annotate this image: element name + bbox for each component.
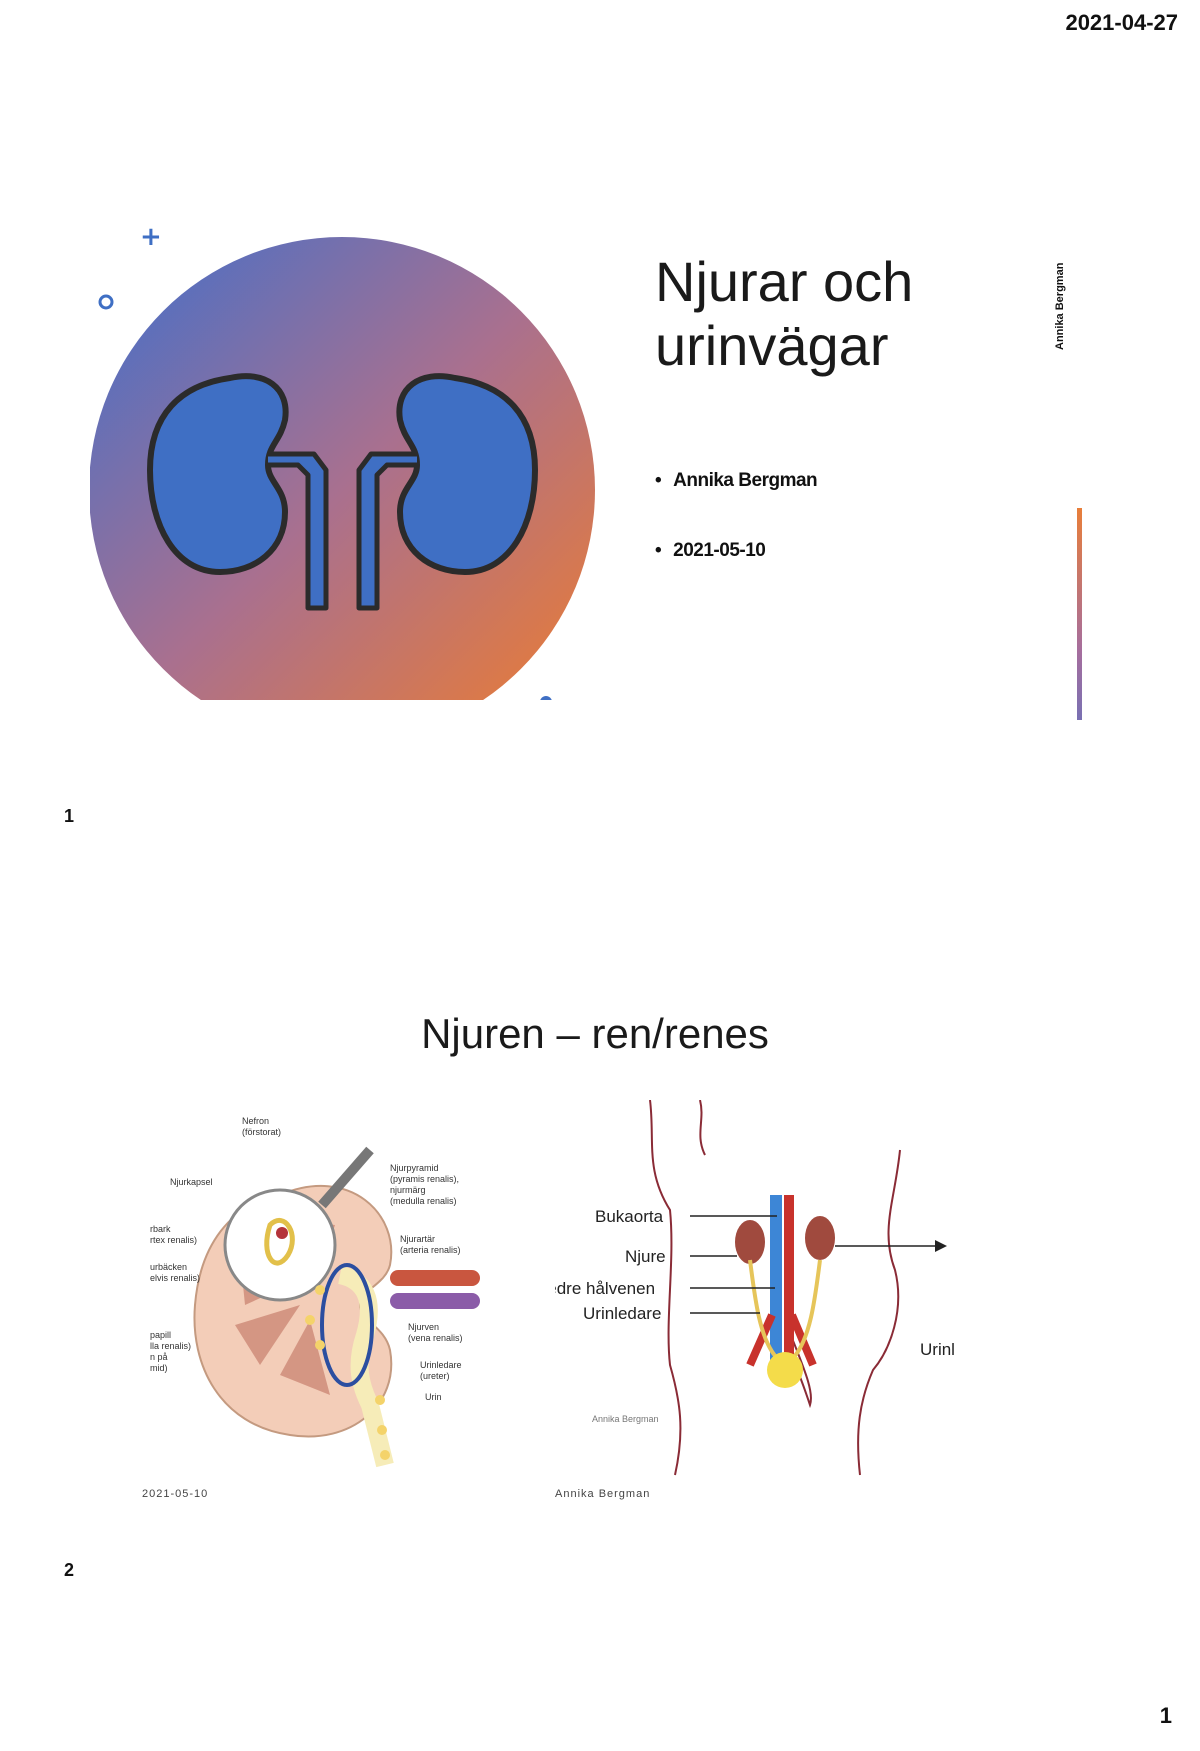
plus-icon: + [140, 222, 162, 252]
slide-footer-date: 2021-05-10 [142, 1488, 209, 1500]
slide-number-2: 2 [64, 1560, 75, 1580]
label-pyramid-3: njurmärg [390, 1185, 426, 1195]
slide-2: Njuren – ren/renes Nefron (förstorat) Nj… [90, 985, 1100, 1550]
label-nefron-sub: (förstorat) [242, 1127, 281, 1137]
title-line-1: Njurar och [655, 250, 914, 313]
label-urinl-cut: Urinl [920, 1340, 955, 1359]
label-halvenen: Nedre hålvenen [555, 1279, 655, 1298]
left-ureter-icon [268, 451, 329, 611]
label-bark-2: rtex renalis) [150, 1235, 197, 1245]
bullet-author: Annika Bergman [655, 470, 817, 492]
label-pyramid-4: (medulla renalis) [390, 1196, 457, 1206]
slide-title: Njuren – ren/renes [421, 1010, 769, 1057]
label-artar-1: Njurartär [400, 1234, 435, 1244]
slide-number-1: 1 [64, 806, 75, 826]
label-papill-3: n på [150, 1352, 168, 1362]
slide-1: + Njurar och urinvägar Annika Bergman 20… [90, 220, 1100, 720]
label-ledare-2: (ureter) [420, 1371, 450, 1381]
label-urinledare: Urinledare [583, 1304, 661, 1323]
bullet-date: 2021-05-10 [655, 540, 817, 562]
vertical-author: Annika Bergman [1054, 262, 1066, 350]
label-njure: Njure [625, 1247, 666, 1266]
left-kidney-icon [146, 373, 289, 576]
figure-credit: Annika Bergman [592, 1414, 659, 1424]
label-pyramid-2: (pyramis renalis), [390, 1174, 459, 1184]
title-line-2: urinvägar [655, 314, 889, 377]
slide-footer-author: Annika Bergman [555, 1488, 651, 1500]
label-bark-1: rbark [150, 1224, 171, 1234]
label-urin: Urin [425, 1392, 442, 1402]
label-papill-4: mid) [150, 1363, 168, 1373]
ring-icon [98, 294, 114, 310]
kidney-cross-section-figure: Nefron (förstorat) Njurkapsel rbark rtex… [150, 1116, 480, 1468]
label-ledare-1: Urinledare [420, 1360, 462, 1370]
label-backen-2: elvis renalis) [150, 1273, 200, 1283]
label-ven-1: Njurven [408, 1322, 439, 1332]
label-papill-2: lla renalis) [150, 1341, 191, 1351]
right-ureter-icon [356, 451, 417, 611]
gradient-circle [90, 237, 595, 700]
slide-title: Njurar och urinvägar [655, 250, 913, 378]
bullet-list: Annika Bergman 2021-05-10 [655, 470, 817, 610]
label-papill-1: papill [150, 1330, 171, 1340]
dot-icon [540, 696, 552, 700]
label-bukaorta: Bukaorta [595, 1207, 664, 1226]
label-ven-2: (vena renalis) [408, 1333, 463, 1343]
label-nefron: Nefron [242, 1116, 269, 1126]
label-pyramid-1: Njurpyramid [390, 1163, 439, 1173]
accent-bar [1077, 508, 1082, 720]
label-njurkapsel: Njurkapsel [170, 1177, 213, 1187]
label-backen-1: urbäcken [150, 1262, 187, 1272]
label-artar-2: (arteria renalis) [400, 1245, 461, 1255]
urinary-system-figure: Bukaorta Njure Nedre hålvenen Urinledare… [555, 1100, 955, 1476]
page-number: 1 [1159, 1703, 1172, 1728]
header-date: 2021-04-27 [1065, 10, 1178, 35]
kidney-illustration: + [90, 222, 595, 700]
right-kidney-icon [396, 373, 539, 576]
